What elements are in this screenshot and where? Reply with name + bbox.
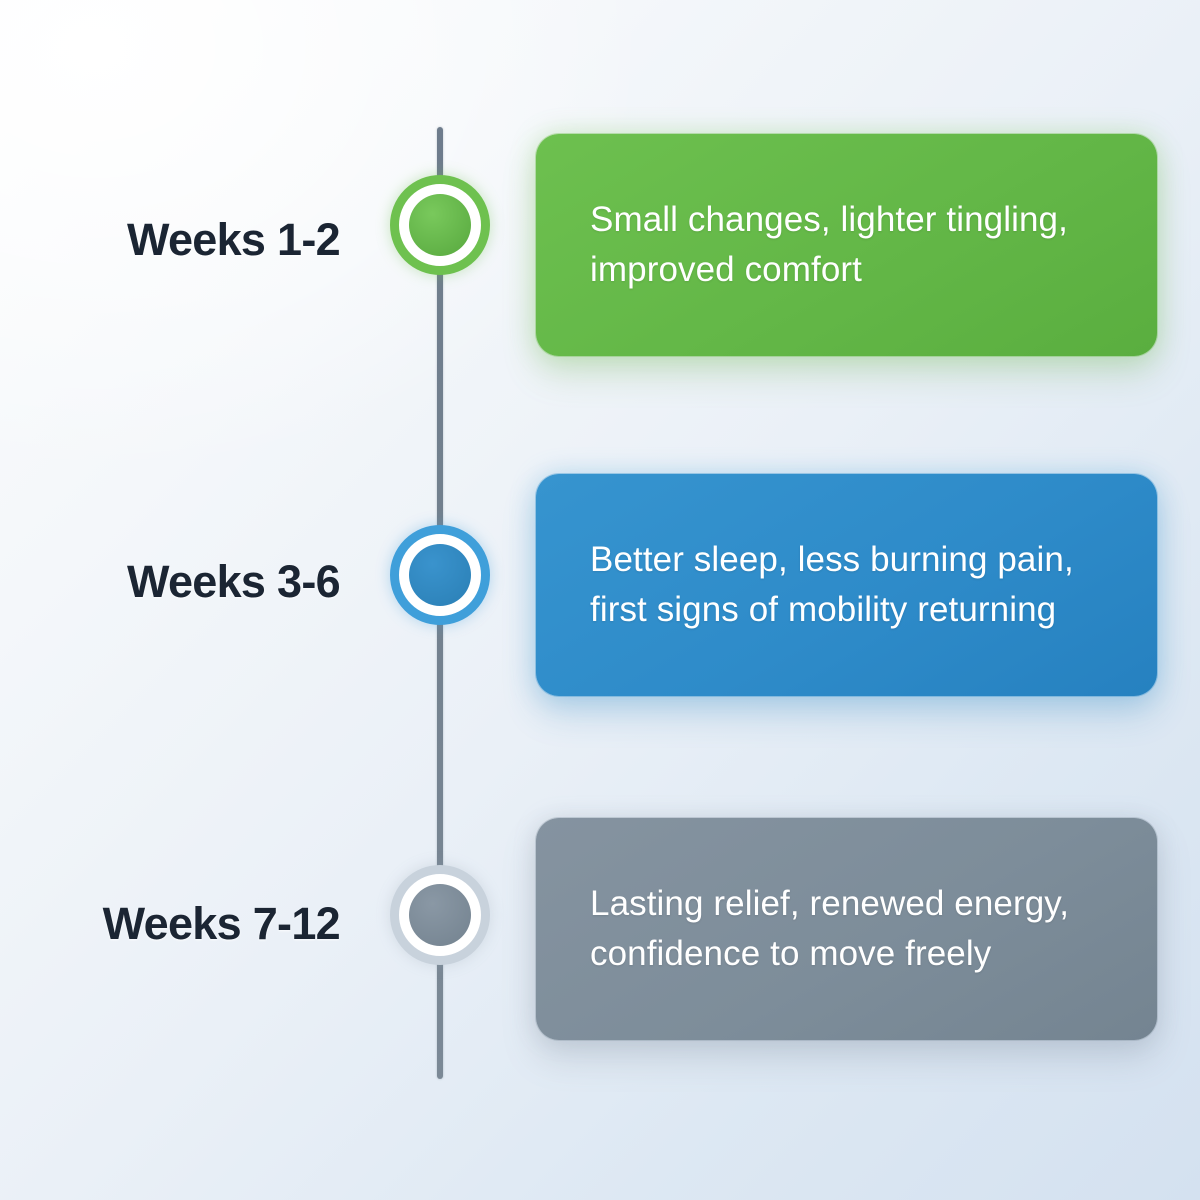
filled-circle-node-icon (409, 544, 471, 606)
timeline-node-1[interactable] (390, 175, 490, 275)
timeline-card-3-text: Lasting relief, renewed energy, confiden… (590, 884, 1070, 973)
timeline-card-1[interactable]: Small changes, lighter tingling, improve… (536, 134, 1157, 356)
timeline-step-2-period-label: Weeks 3-6 (126, 556, 341, 607)
timeline-card-2-text: Better sleep, less burning pain, first s… (590, 540, 1074, 629)
timeline-step-3-period-label: Weeks 7-12 (102, 898, 341, 949)
timeline-card-3[interactable]: Lasting relief, renewed energy, confiden… (536, 818, 1157, 1040)
timeline-card-1-text: Small changes, lighter tingling, improve… (590, 200, 1068, 289)
filled-circle-node-icon (409, 884, 471, 946)
timeline-step-1-period-label: Weeks 1-2 (126, 214, 341, 265)
timeline-card-2[interactable]: Better sleep, less burning pain, first s… (536, 474, 1157, 696)
filled-circle-node-icon (409, 194, 471, 256)
timeline-node-3[interactable] (390, 865, 490, 965)
timeline-node-2[interactable] (390, 525, 490, 625)
